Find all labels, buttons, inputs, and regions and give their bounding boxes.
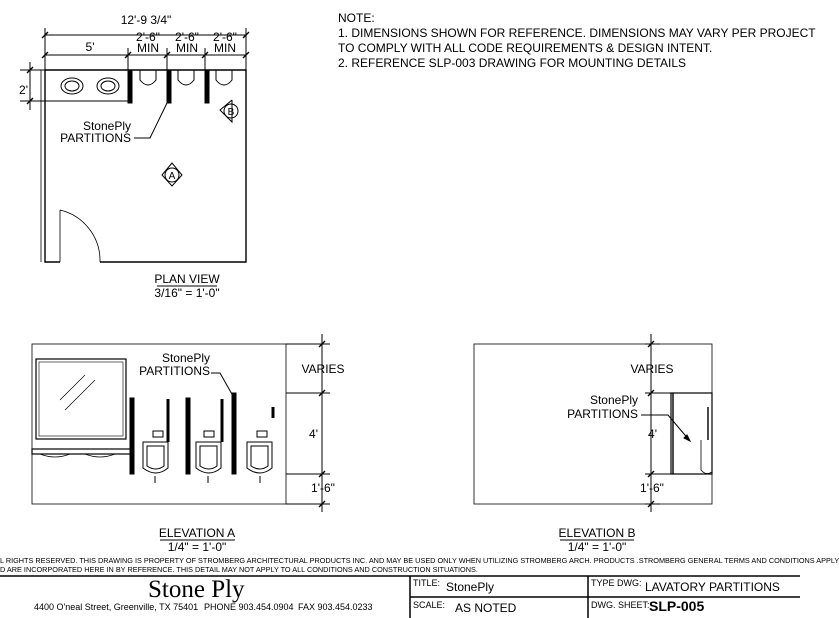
- company-address: 4400 O'neal Street, Greenville, TX 75401: [34, 602, 199, 612]
- vanity-counter: [31, 448, 133, 455]
- plan-dim-min-2: 2'-6": [175, 30, 199, 44]
- plan-dim-2: 2': [19, 83, 28, 97]
- plan-dim-min-1: 2'-6": [136, 30, 160, 44]
- note-line-2: TO COMPLY WITH ALL CODE REQUIREMENTS & D…: [338, 41, 713, 55]
- elev-a-dim-1-6: 1'-6": [311, 481, 335, 495]
- elev-b-dim-varies: VARIES: [630, 362, 673, 376]
- elev-b-scale: 1/4" = 1'-0": [568, 540, 627, 554]
- disclaimer-line-2: D ARE INCORPORATED HERE IN BY REFERENCE.…: [0, 565, 478, 574]
- mirror: [35, 358, 127, 440]
- partition-plan: [127, 69, 133, 104]
- urinal-plan-icon: [177, 70, 195, 86]
- door-swing: [59, 209, 101, 263]
- disclaimer: L RIGHTS RESERVED. THIS DRAWING IS PROPE…: [0, 556, 839, 574]
- title-value: StonePly: [446, 580, 495, 594]
- urinal-elev-icon: [142, 430, 169, 483]
- plan-walls: [44, 69, 247, 263]
- partition-elev: [231, 392, 237, 475]
- scale-value: AS NOTED: [455, 601, 517, 615]
- elev-a-dim-4: 4': [309, 427, 318, 441]
- elev-a-dim-varies: VARIES: [301, 362, 344, 376]
- elev-b-callout-line1: StonePly: [590, 393, 638, 407]
- elevation-b: [473, 334, 713, 541]
- drawing-notes: NOTE: 1. DIMENSIONS SHOWN FOR REFERENCE.…: [338, 11, 816, 71]
- urinal-plan-icon: [215, 70, 233, 86]
- elevation-b-frame: [473, 343, 713, 505]
- company-fax: FAX 903.454.0233: [298, 602, 373, 612]
- urinal-elev-icon: [246, 430, 273, 483]
- urinal-plan-icon: [139, 70, 157, 86]
- plan-dim-overall: 12'-9 3/4": [121, 13, 172, 27]
- scale-label: SCALE:: [413, 600, 446, 610]
- partition-elev-b: [670, 392, 713, 475]
- partition-plan: [166, 69, 172, 104]
- plan-min-label-2: MIN: [176, 41, 198, 55]
- plan-scale: 3/16" = 1'-0": [154, 286, 219, 300]
- elev-a-title: ELEVATION A: [159, 526, 235, 540]
- plan-callout-line1: StonePly: [83, 119, 131, 133]
- elev-a-partition-leader: [211, 372, 234, 397]
- elev-b-partition-leader: [641, 414, 691, 442]
- type-dwg-label: TYPE DWG:: [591, 578, 642, 588]
- company-phone: PHONE 903.454.0904: [204, 602, 294, 612]
- note-title: NOTE:: [338, 11, 375, 25]
- plan-labels: 12'-9 3/4" 5' 2'-6" MIN 2'-6" MIN 2'-6" …: [19, 13, 237, 300]
- disclaimer-line-1: L RIGHTS RESERVED. THIS DRAWING IS PROPE…: [0, 556, 839, 565]
- elev-b-callout-line2: PARTITIONS: [567, 407, 638, 421]
- elev-a-callout-line1: StonePly: [162, 351, 210, 365]
- note-line-1: 1. DIMENSIONS SHOWN FOR REFERENCE. DIMEN…: [338, 26, 816, 40]
- plan-title: PLAN VIEW: [154, 272, 220, 286]
- elevation-b-labels: StonePly PARTITIONS VARIES 4' 1'-6" ELEV…: [559, 362, 674, 554]
- cad-drawing: 12'-9 3/4" 5' 2'-6" MIN 2'-6" MIN 2'-6" …: [0, 13, 800, 618]
- note-line-3: 2. REFERENCE SLP-003 DRAWING FOR MOUNTIN…: [338, 56, 687, 70]
- plan-callout-line2: PARTITIONS: [60, 131, 131, 145]
- section-marker-a: [161, 162, 183, 187]
- plan-dim-5: 5': [86, 40, 95, 54]
- partition-elev: [185, 397, 191, 475]
- elev-b-dim-1-6: 1'-6": [640, 481, 664, 495]
- elev-a-scale: 1/4" = 1'-0": [168, 540, 227, 554]
- sink-icon: [96, 77, 120, 95]
- title-label: TITLE:: [413, 578, 441, 588]
- plan-marker-b-label: B: [228, 107, 235, 118]
- partition-elev: [129, 397, 135, 475]
- brand-logo-text: Stone Ply: [148, 576, 245, 603]
- elevation-a: [31, 334, 330, 541]
- plan-partition-leader: [134, 102, 168, 139]
- plan-min-label-1: MIN: [137, 41, 159, 55]
- plan-min-label-3: MIN: [214, 41, 236, 55]
- elevation-a-labels: StonePly PARTITIONS VARIES 4' 1'-6" ELEV…: [139, 351, 344, 554]
- urinal-elev-icon: [195, 430, 222, 483]
- partition-plan: [204, 69, 210, 104]
- dwg-sheet-value: SLP-005: [649, 598, 705, 614]
- plan-view: [20, 28, 250, 287]
- elev-b-dim-4: 4': [648, 427, 657, 441]
- dwg-sheet-label: DWG. SHEET:: [591, 600, 650, 610]
- type-dwg-value: LAVATORY PARTITIONS: [645, 580, 780, 594]
- elev-b-title: ELEVATION B: [559, 526, 636, 540]
- elevation-a-frame: [31, 343, 287, 505]
- plan-dim-min-3: 2'-6": [213, 30, 237, 44]
- elev-a-callout-line2: PARTITIONS: [139, 364, 210, 378]
- sink-icon: [60, 77, 84, 95]
- title-block-frame: [0, 575, 800, 618]
- plan-marker-a-label: A: [169, 171, 176, 182]
